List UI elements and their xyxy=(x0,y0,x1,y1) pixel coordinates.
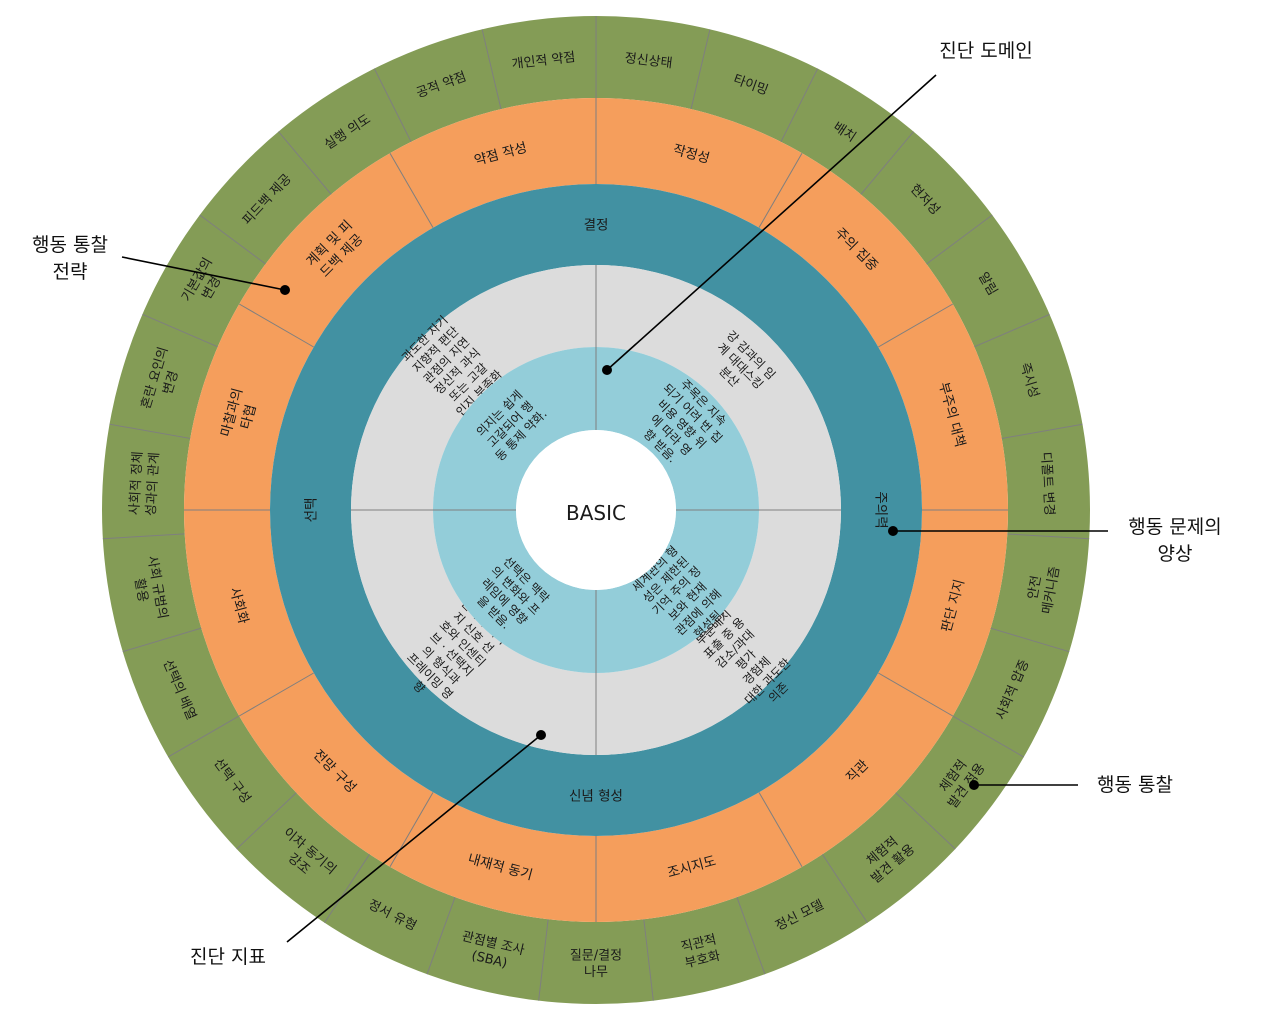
behavioral-insight-label-line: 나무 xyxy=(584,965,608,980)
behavioral-insight-divider xyxy=(952,715,1025,758)
behavioral-insight-label-line: 사회적 정체 xyxy=(127,451,146,516)
behavioral-insight-divider xyxy=(895,792,956,850)
callout-text: 행동 통찰 xyxy=(1097,774,1173,796)
inner-diagnostics-label: 주목은 지속되기 어려 번 집비용 영향 위에 따라 영향 받음. xyxy=(628,370,736,478)
center-label: BASIC xyxy=(566,501,626,525)
insight-strategy-divider xyxy=(238,672,314,717)
behavioral-insight-label-line: 활용 xyxy=(131,577,150,603)
callout-diagnostic-indicators: 진단 지표 xyxy=(168,944,288,971)
callout-text-line: 행동 통찰 xyxy=(32,234,108,256)
problem-aspects-label: 결정 xyxy=(584,217,609,233)
problem-aspects-label-line: 주의력 xyxy=(873,491,889,528)
diagnostic-indicators-label: 과도한 자기지향적 편단관점의 지연정신적 과식또는 고갈인지 부족화 xyxy=(399,313,505,419)
behavioral-insight-label-line: 정신상태 xyxy=(624,51,673,71)
behavioral-insight-divider xyxy=(690,29,711,110)
behavioral-insight-divider xyxy=(538,919,549,1001)
behavioral-insight-divider xyxy=(324,853,371,923)
diagnostic-indicators-band xyxy=(351,265,841,755)
behavioral-insight-divider xyxy=(736,896,766,975)
behavioral-insight-divider xyxy=(142,313,218,348)
behavioral-insight-divider xyxy=(373,68,412,143)
behavioral-insight-divider xyxy=(974,313,1050,348)
behavioral-insight-divider xyxy=(1001,423,1083,439)
insight-strategy-divider xyxy=(878,303,954,348)
behavioral-insight-label: 디폴트 변경 xyxy=(1038,451,1057,516)
behavioral-insight-label-line: 성과의 관계 xyxy=(144,452,163,517)
callout-diagnostic-domain: 진단 도메인 xyxy=(906,38,1066,65)
behavioral-insight-divider xyxy=(102,533,185,540)
behavioral-insight-divider xyxy=(481,29,502,110)
behavioral-insight-divider xyxy=(643,919,654,1001)
insight-strategy-divider xyxy=(878,672,954,717)
behavioral-insight-divider xyxy=(236,792,297,850)
behavioral-insight-label-line: 디폴트 변경 xyxy=(1038,451,1057,516)
behavioral-insight-divider xyxy=(122,627,202,653)
behavioral-insight-label-line: 안전 xyxy=(1026,574,1045,600)
behavioral-insight-label-line: 변경 xyxy=(161,369,182,396)
callout-problem-aspects: 행동 문제의 양상 xyxy=(1105,514,1245,568)
callout-text-line: 양상 xyxy=(1157,543,1193,565)
behavioral-insight-divider xyxy=(426,896,456,975)
callout-text-line: 행동 문제의 xyxy=(1128,516,1222,538)
problem-aspects-label-line: 결정 xyxy=(584,217,609,233)
problem-aspects-label: 신념 형성 xyxy=(569,788,623,804)
behavioral-insight-label: 개인적 약점 xyxy=(511,50,576,72)
problem-aspects-label: 주의력 xyxy=(873,491,889,528)
callout-text-line: 전략 xyxy=(52,261,88,283)
callout-insight-strategy: 행동 통찰 전략 xyxy=(10,232,130,286)
behavioral-insight-divider xyxy=(860,131,914,195)
problem-aspects-label-line: 신념 형성 xyxy=(569,788,623,804)
callout-behavioral-insight: 행동 통찰 xyxy=(1075,772,1195,799)
behavioral-insight-divider xyxy=(926,214,993,265)
insight-strategy-label-line: 타협 xyxy=(238,403,260,431)
callout-text: 진단 도메인 xyxy=(939,40,1033,62)
marker-dot xyxy=(536,730,546,740)
insight-strategy-divider xyxy=(238,303,314,348)
inner-diagnostics-label: 세계관의 형성은 제한된기억 주의 정보와 현재관점에 의해형성됨. xyxy=(628,542,737,651)
marker-dot xyxy=(602,365,612,375)
behavioral-insight-divider xyxy=(1007,533,1090,540)
callout-leaders xyxy=(121,74,1108,943)
behavioral-insight-divider xyxy=(780,68,819,143)
behavioral-insight-divider xyxy=(821,853,868,924)
behavioral-insight-label: 정신상태 xyxy=(624,51,673,71)
problem-aspects-label: 선택 xyxy=(303,498,319,523)
marker-dot xyxy=(969,780,979,790)
marker-dot xyxy=(888,526,898,536)
insight-strategy-divider xyxy=(389,792,434,868)
ring-inner-diagnostics: 주목은 지속되기 어려 번 집비용 영향 위에 따라 영향 받음. 세계관의 형성… xyxy=(433,347,759,673)
behavioral-insight-divider xyxy=(278,131,332,195)
problem-aspects-label-line: 선택 xyxy=(303,498,319,523)
behavioral-insight-label: 사회적 정체성과의 관계 xyxy=(127,451,162,517)
behavioral-insight-divider xyxy=(199,214,266,265)
behavioral-insight-divider xyxy=(167,715,240,758)
insight-strategy-divider xyxy=(758,152,803,228)
center-hub: BASIC xyxy=(516,430,676,590)
behavioral-insight-label-line: 개인적 약점 xyxy=(511,50,576,72)
insight-strategy-divider xyxy=(389,152,434,228)
callout-text: 진단 지표 xyxy=(190,946,266,968)
behavioral-insight-label-line: 질문/결정 xyxy=(570,948,622,963)
marker-dot xyxy=(280,285,290,295)
behavioral-insight-divider xyxy=(990,627,1070,653)
behavioral-insight-divider xyxy=(109,423,191,439)
inner-diagnostics-band xyxy=(433,347,759,673)
insight-strategy-divider xyxy=(758,792,803,868)
